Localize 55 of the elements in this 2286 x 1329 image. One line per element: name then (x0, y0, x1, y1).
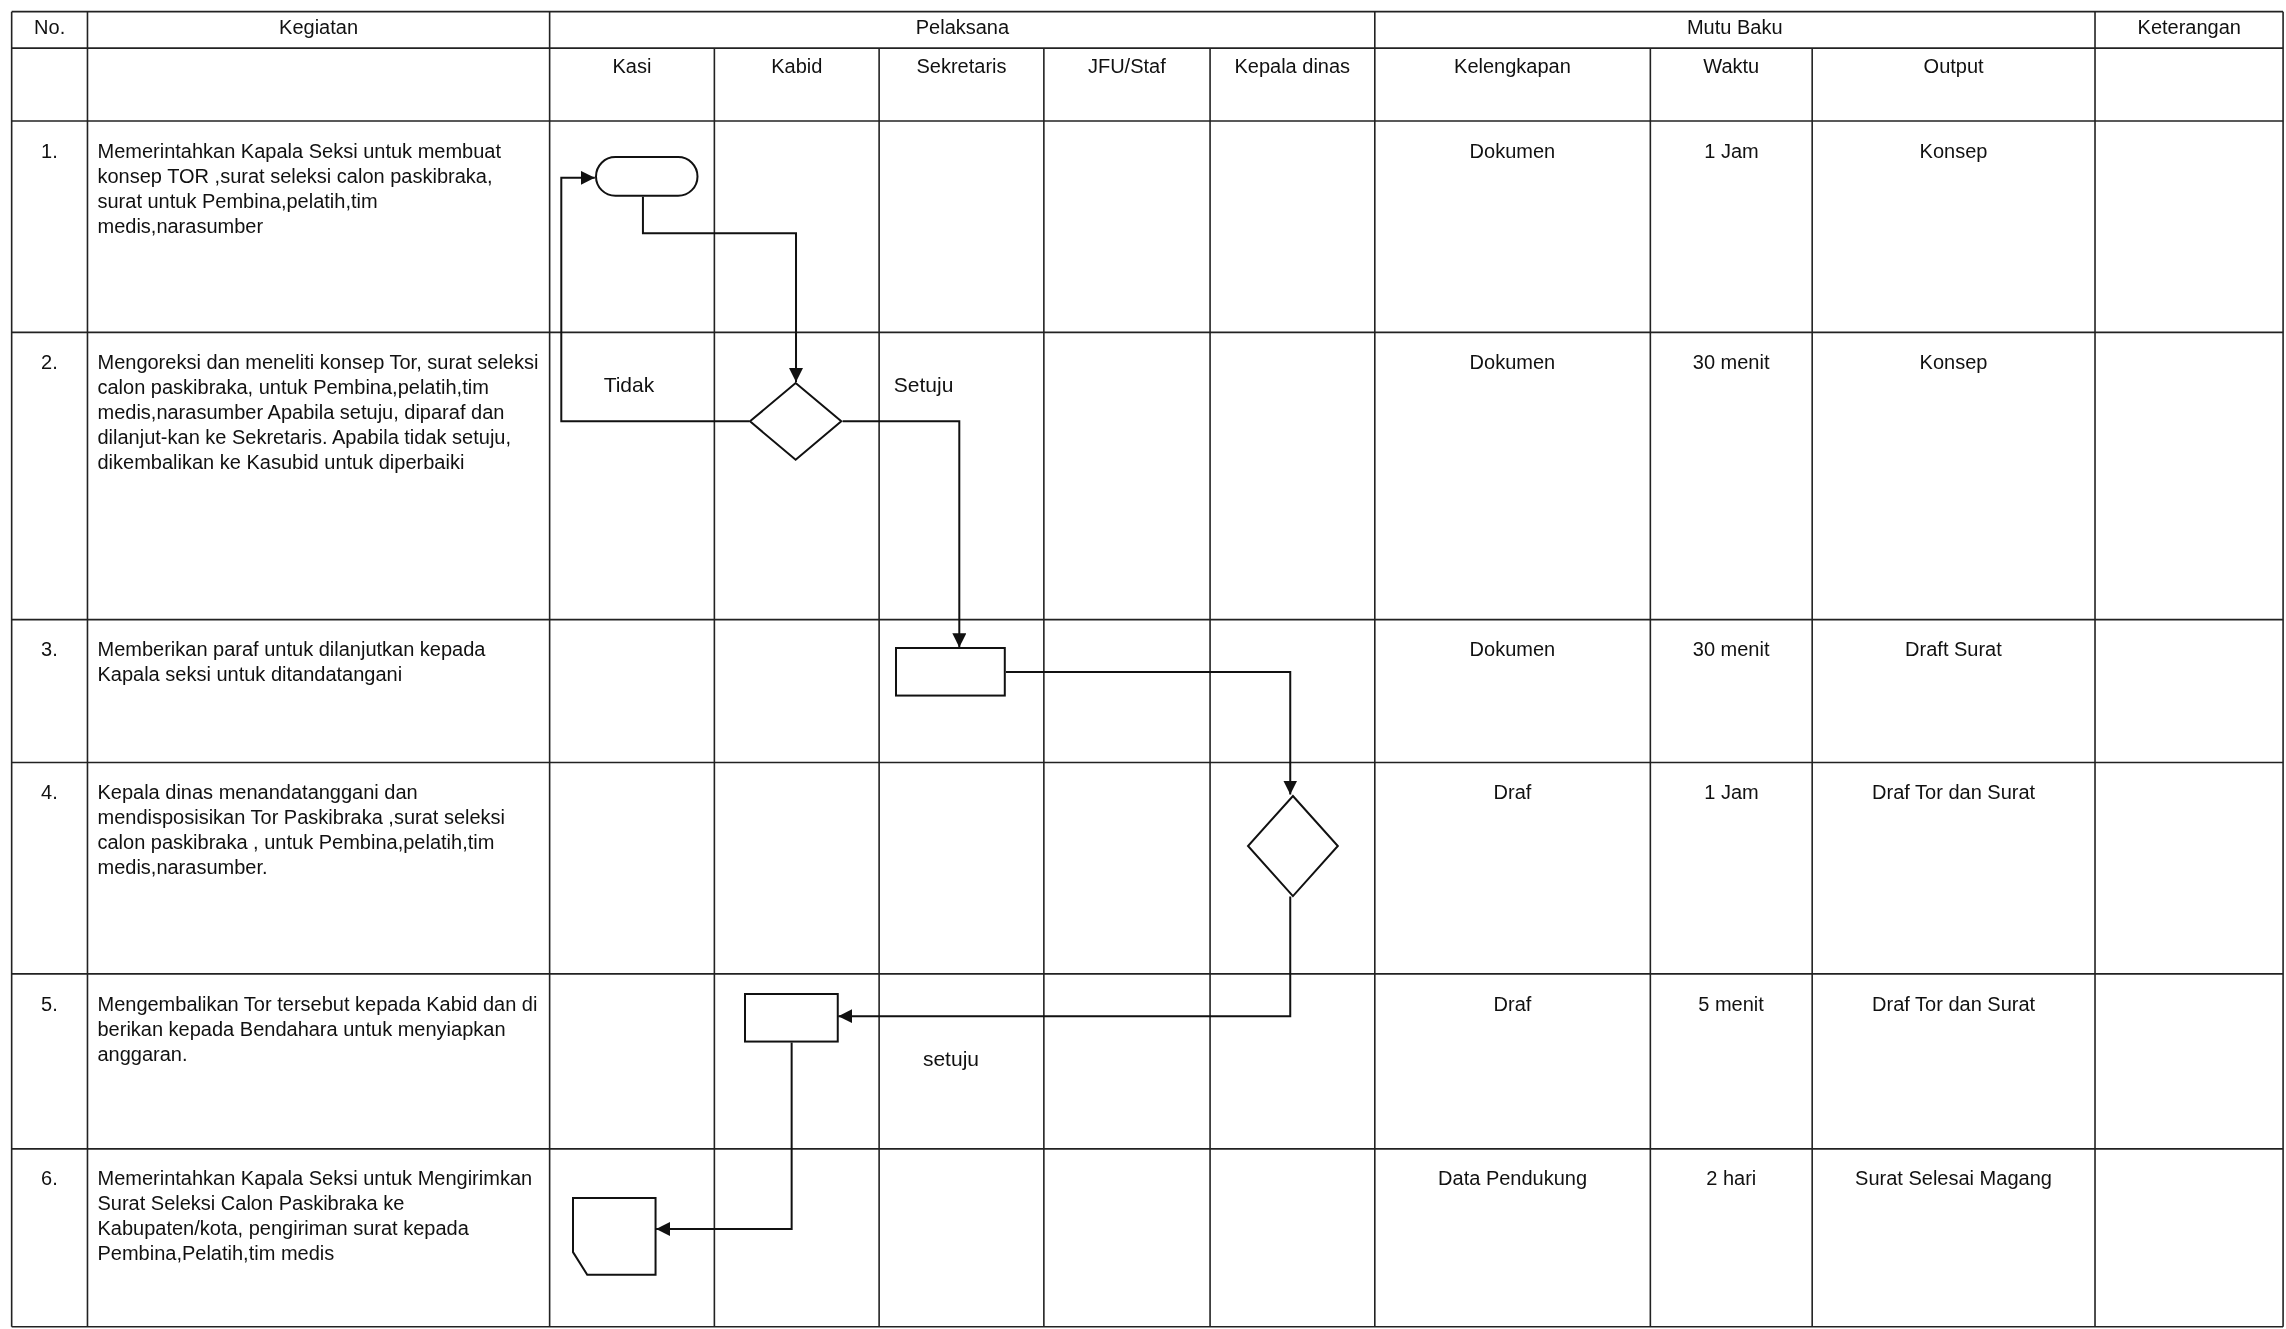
column-header: Output (1922, 54, 1985, 80)
table-cell-text: Dokumen (1468, 637, 1557, 663)
row-number: 3. (40, 637, 59, 663)
activity-text: Memerintahkan Kapala Seksi untuk Mengirimkan Surat Seleksi Calon Paskibraka ke Kabupaten/kota, pengiriman surat kepada Pembina,Pelatih,tim medis (96, 1166, 534, 1267)
column-header: Pelaksana (914, 14, 1011, 40)
row-number: 1. (40, 138, 59, 164)
table-cell-text: Konsep (1918, 350, 1989, 376)
arrow (641, 195, 803, 383)
activity-text: Memerintahkan Kapala Seksi untuk membuat konsep TOR ,surat seleksi calon paskibraka, surat untuk Pembina,pelatih,tim medis,narasumber (96, 138, 502, 239)
table-cell-text: 1 Jam (1703, 138, 1760, 164)
table-cell-text: Draf (1492, 780, 1533, 806)
offpage-connector (571, 1196, 657, 1276)
column-header: JFU/Staf (1086, 54, 1167, 80)
arrow (841, 420, 967, 649)
table-cell-text: 1 Jam (1703, 780, 1760, 806)
table-cell-text: Dokumen (1468, 350, 1557, 376)
column-header: Sekretaris (915, 54, 1008, 80)
table-cell-text: Draf Tor dan Surat (1871, 780, 2037, 806)
arrow (655, 1041, 793, 1236)
column-header: Kepala dinas (1233, 54, 1352, 80)
activity-text: Memberikan paraf untuk dilanjutkan kepada Kapala seksi untuk ditandatangani (96, 637, 487, 688)
row-number: 5. (40, 991, 59, 1017)
table-cell-text: Dokumen (1468, 138, 1557, 164)
table-cell-text: Konsep (1918, 138, 1989, 164)
activity-text: Mengembalikan Tor tersebut kepada Kabid dan di berikan kepada Bendahara untuk menyiapkan anggaran. (96, 991, 539, 1067)
row-number: 6. (40, 1166, 59, 1192)
table-cell-text: Data Pendukung (1437, 1166, 1589, 1192)
table-cell-text: 5 menit (1697, 991, 1765, 1017)
activity-text: Mengoreksi dan meneliti konsep Tor, surat seleksi calon paskibraka, untuk Pembina,pelatih,tim medis,narasumber Apabila setuju, diparaf dan dilanjut-kan ke Sekretaris. Apabila tidak setuju, dikembalikan ke Kasubid untuk diperbaiki (96, 350, 540, 476)
column-header: Mutu Baku (1685, 14, 1784, 40)
column-header: Kasi (611, 54, 653, 80)
column-header: Kegiatan (278, 14, 359, 40)
decision-diamond (1246, 794, 1339, 897)
arrow (837, 895, 1292, 1024)
activity-text: Kepala dinas menandatanggani dan mendisposisikan Tor Paskibraka ,surat seleksi calon paskibraka , untuk Pembina,pelatih,tim medis,narasumber. (96, 780, 507, 881)
column-header: No. (33, 14, 67, 40)
arrow (1004, 671, 1298, 796)
table-cell-text: 30 menit (1691, 350, 1771, 376)
table-cell-text: Draf (1492, 991, 1533, 1017)
start-terminator (594, 156, 699, 197)
process-box (895, 647, 1006, 697)
column-header: Kelengkapan (1453, 54, 1572, 80)
column-header: Waktu (1702, 54, 1761, 80)
process-box (743, 992, 839, 1043)
row-number: 4. (40, 780, 59, 806)
row-number: 2. (40, 350, 59, 376)
table-cell-text: Draft Surat (1904, 637, 2003, 663)
table-cell-text: Draf Tor dan Surat (1871, 991, 2037, 1017)
table-cell-text: 30 menit (1691, 637, 1771, 663)
decision-diamond (749, 381, 843, 461)
table-cell-text: 2 hari (1705, 1166, 1758, 1192)
column-header: Kabid (770, 54, 824, 80)
table-cell-text: Surat Selesai Magang (1854, 1166, 2053, 1192)
column-header: Keterangan (2136, 14, 2242, 40)
arrow (560, 170, 751, 423)
